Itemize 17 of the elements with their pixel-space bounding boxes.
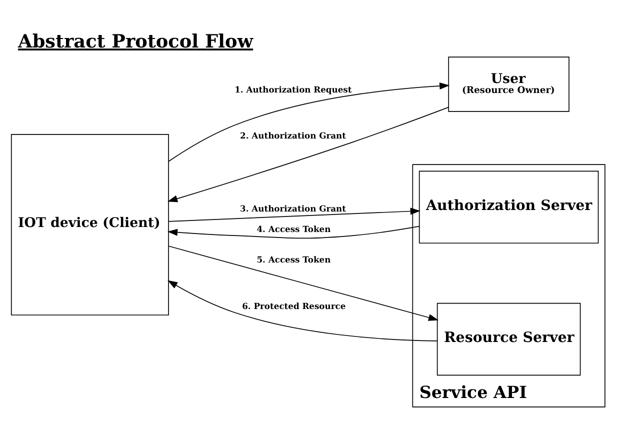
node-box: Authorization Server (418, 170, 599, 244)
arrow (168, 82, 450, 162)
node-box: Resource Server (436, 302, 581, 376)
arrow (168, 245, 439, 320)
arrow (168, 207, 420, 222)
arrow (168, 280, 438, 341)
edge-label: 5. Access Token (256, 254, 331, 264)
edge-label: 2. Authorization Grant (240, 130, 346, 140)
edge-label: 4. Access Token (256, 224, 331, 234)
edge-label: 3. Authorization Grant (240, 202, 346, 213)
node-box: IOT device (Client) (10, 134, 169, 315)
node-box: User (Resource Owner) (448, 56, 570, 112)
edge-label: 1. Authorization Request (234, 84, 352, 94)
edge-label: 6. Protected Resource (242, 300, 346, 311)
arrow (167, 225, 420, 238)
arrow (167, 106, 449, 202)
diagram-title: Abstract Protocol Flow (18, 31, 254, 52)
